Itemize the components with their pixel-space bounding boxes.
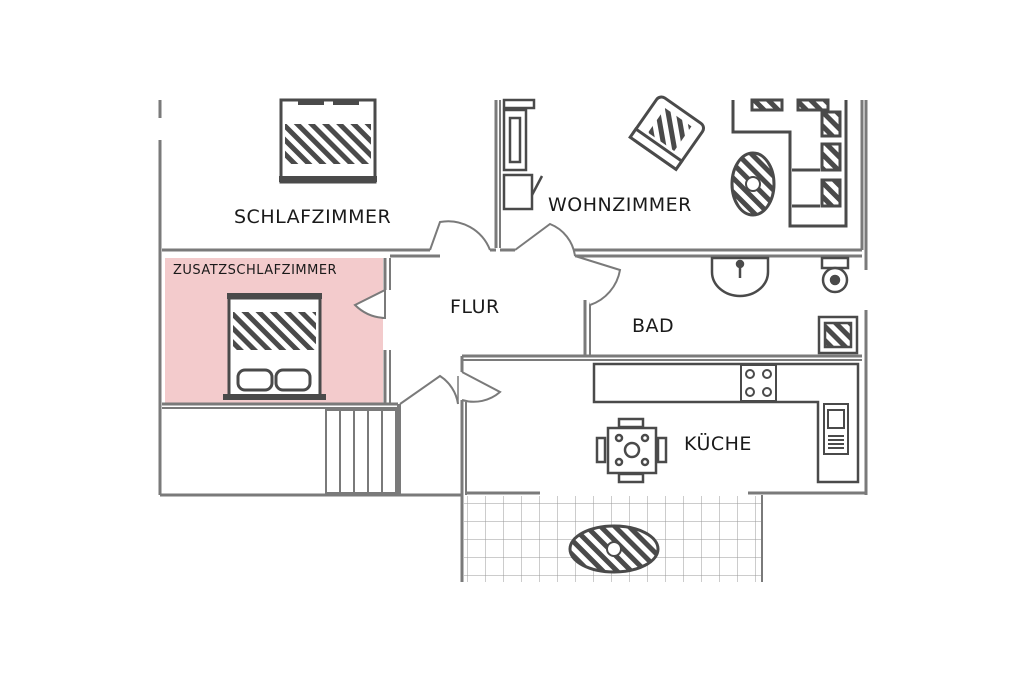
oval-table-icon [730,151,776,217]
room-label-wohnzimmer: WOHNZIMMER [548,194,692,216]
room-label-bad: BAD [632,315,675,337]
armchair-icon [628,95,705,172]
dining-table-icon [595,417,668,484]
terrace-table-icon [568,524,660,574]
kitchen-counter-icon [592,362,860,484]
stove-icon [740,364,777,402]
stairs [325,409,397,494]
sink-icon [710,256,770,298]
kitchen-sink-icon [823,403,849,455]
room-label-zusatzschlafzimmer: ZUSATZSCHLAFZIMMER [173,263,338,278]
extra-bed-icon [223,293,326,400]
room-label-kueche: KÜCHE [684,433,752,455]
doors [353,220,622,405]
walls [158,100,868,582]
corner-sofa-icon [731,98,848,228]
room-label-flur: FLUR [450,296,500,318]
room-label-schlafzimmer: SCHLAFZIMMER [234,206,392,228]
double-bed-icon [279,98,377,184]
shower-icon [817,315,859,355]
toilet-icon [820,256,850,294]
tv-shelf-icon [502,98,544,211]
